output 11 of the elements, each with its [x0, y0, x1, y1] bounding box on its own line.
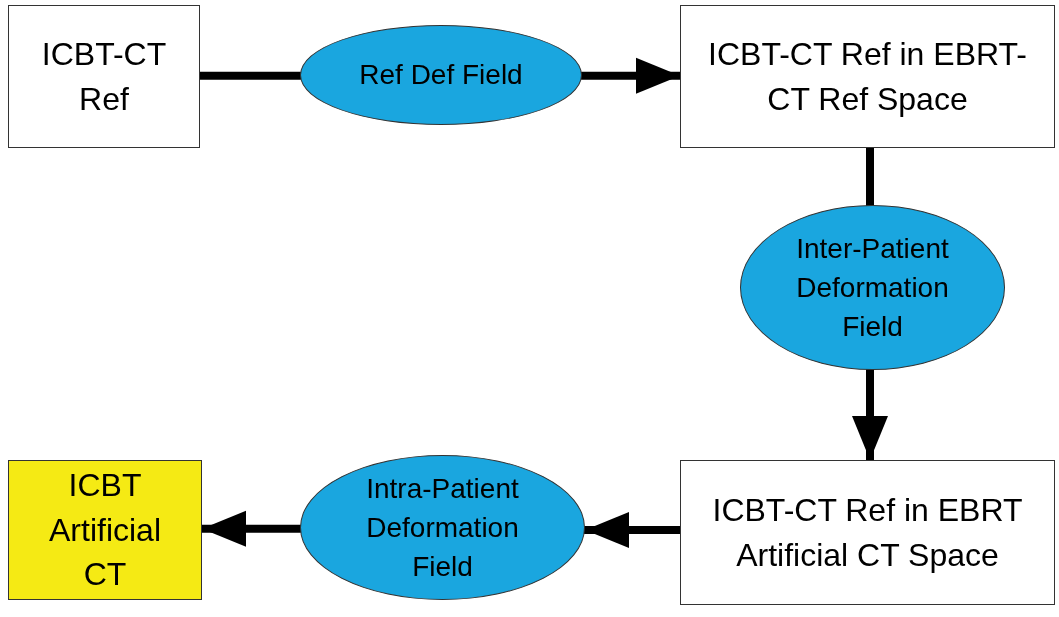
node-label: ICBT-CT Ref in EBRT-CT Ref Space	[707, 34, 1028, 119]
node-label: Ref Def Field	[358, 58, 524, 93]
node-label: Inter-Patient Deformation Field	[795, 231, 950, 345]
node-label: ICBT Artificial CT	[48, 465, 162, 595]
highlighted-box	[8, 460, 202, 600]
node-label: ICBT-CT Ref	[40, 34, 168, 119]
process-box	[680, 460, 1055, 605]
node-label: ICBT-CT Ref in EBRT Artificial CT Space	[711, 490, 1024, 575]
process-box	[680, 5, 1055, 148]
node-label: Intra-Patient Deformation Field	[365, 471, 520, 585]
process-box	[8, 5, 200, 148]
